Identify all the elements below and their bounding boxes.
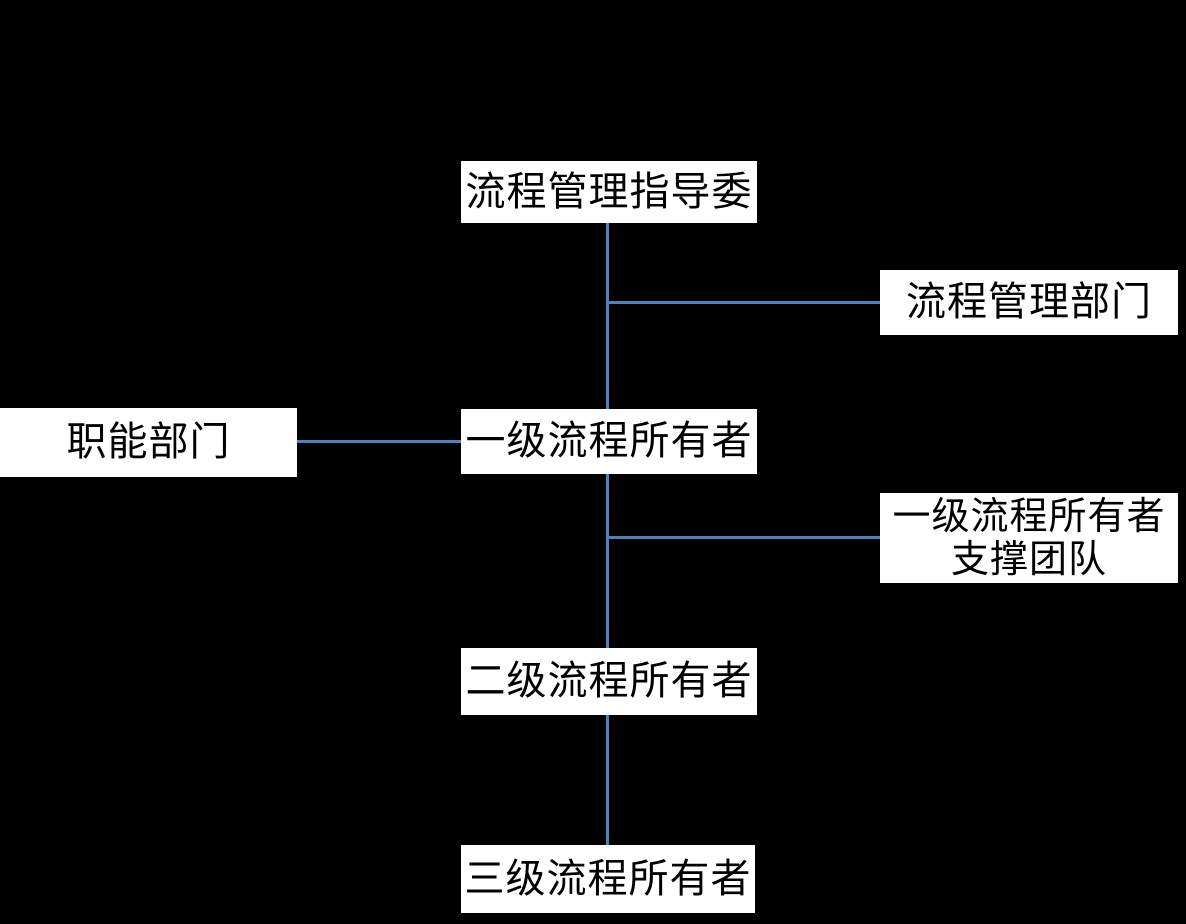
node-functional-dept: 职能部门 [0, 408, 297, 477]
connector-functional-dept-to-level1-owner [297, 440, 461, 443]
connector-level1-to-level2-owner [606, 474, 609, 648]
connector-level1-owner-to-support-team [606, 536, 880, 539]
node-level1-process-owner: 一级流程所有者 [461, 409, 757, 474]
node-steering-committee: 流程管理指导委 [461, 161, 757, 223]
node-level1-owner-support-team: 一级流程所有者 支撑团队 [880, 493, 1178, 583]
node-process-management-dept: 流程管理部门 [880, 270, 1178, 335]
node-level2-process-owner: 二级流程所有者 [461, 648, 757, 715]
node-level3-process-owner: 三级流程所有者 [461, 845, 755, 913]
connector-steering-to-process-mgmt-dept [606, 301, 880, 304]
connector-steering-to-level1-owner [606, 223, 609, 409]
connector-level2-to-level3-owner [606, 715, 609, 845]
